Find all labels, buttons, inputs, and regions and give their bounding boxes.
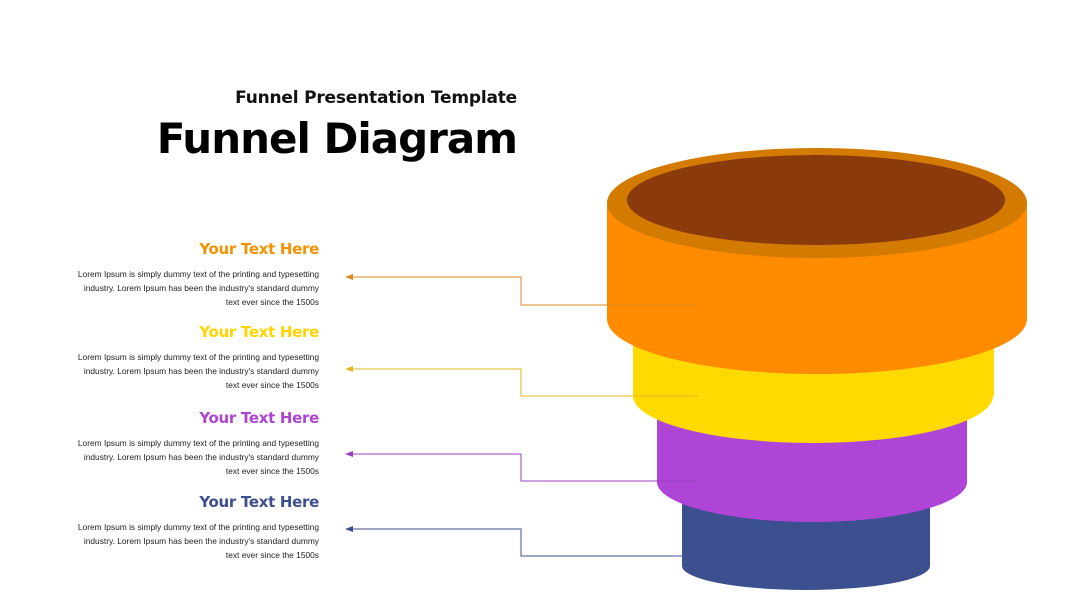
item-body-line: Lorem Ipsum is simply dummy text of the … xyxy=(77,438,319,448)
item-heading-3: Your Text Here xyxy=(199,409,319,427)
text-item-1: Your Text Here Lorem Ipsum is simply dum… xyxy=(59,240,319,309)
connector-4 xyxy=(345,526,698,557)
item-body-2: Lorem Ipsum is simply dummy text of the … xyxy=(59,350,319,392)
item-body-line: industry. Lorem Ipsum has been the indus… xyxy=(83,536,319,546)
slide-title: Funnel Diagram xyxy=(156,114,518,163)
item-body-3: Lorem Ipsum is simply dummy text of the … xyxy=(59,436,319,478)
item-heading-4: Your Text Here xyxy=(199,493,319,511)
connector-3 xyxy=(345,451,698,482)
item-body-line: text ever since the 1500s xyxy=(225,466,319,476)
slide-subtitle: Funnel Presentation Template xyxy=(235,88,517,108)
item-body-line: Lorem Ipsum is simply dummy text of the … xyxy=(77,352,319,362)
text-item-4: Your Text Here Lorem Ipsum is simply dum… xyxy=(59,493,319,562)
funnel-layer-1 xyxy=(607,148,1027,374)
item-body-line: industry. Lorem Ipsum has been the indus… xyxy=(83,283,319,293)
item-body-line: industry. Lorem Ipsum has been the indus… xyxy=(83,366,319,376)
item-heading-2: Your Text Here xyxy=(199,323,319,341)
text-item-3: Your Text Here Lorem Ipsum is simply dum… xyxy=(59,409,319,478)
connector-1 xyxy=(345,274,698,306)
item-body-4: Lorem Ipsum is simply dummy text of the … xyxy=(59,520,319,562)
item-body-line: Lorem Ipsum is simply dummy text of the … xyxy=(77,269,319,279)
item-body-1: Lorem Ipsum is simply dummy text of the … xyxy=(59,267,319,309)
connector-2 xyxy=(345,366,698,397)
funnel-layer-3 xyxy=(657,400,967,522)
item-body-line: industry. Lorem Ipsum has been the indus… xyxy=(83,452,319,462)
item-body-line: Lorem Ipsum is simply dummy text of the … xyxy=(77,522,319,532)
item-body-line: text ever since the 1500s xyxy=(225,380,319,390)
text-item-2: Your Text Here Lorem Ipsum is simply dum… xyxy=(59,323,319,392)
item-body-line: text ever since the 1500s xyxy=(225,550,319,560)
item-body-line: text ever since the 1500s xyxy=(225,297,319,307)
item-heading-1: Your Text Here xyxy=(199,240,319,258)
